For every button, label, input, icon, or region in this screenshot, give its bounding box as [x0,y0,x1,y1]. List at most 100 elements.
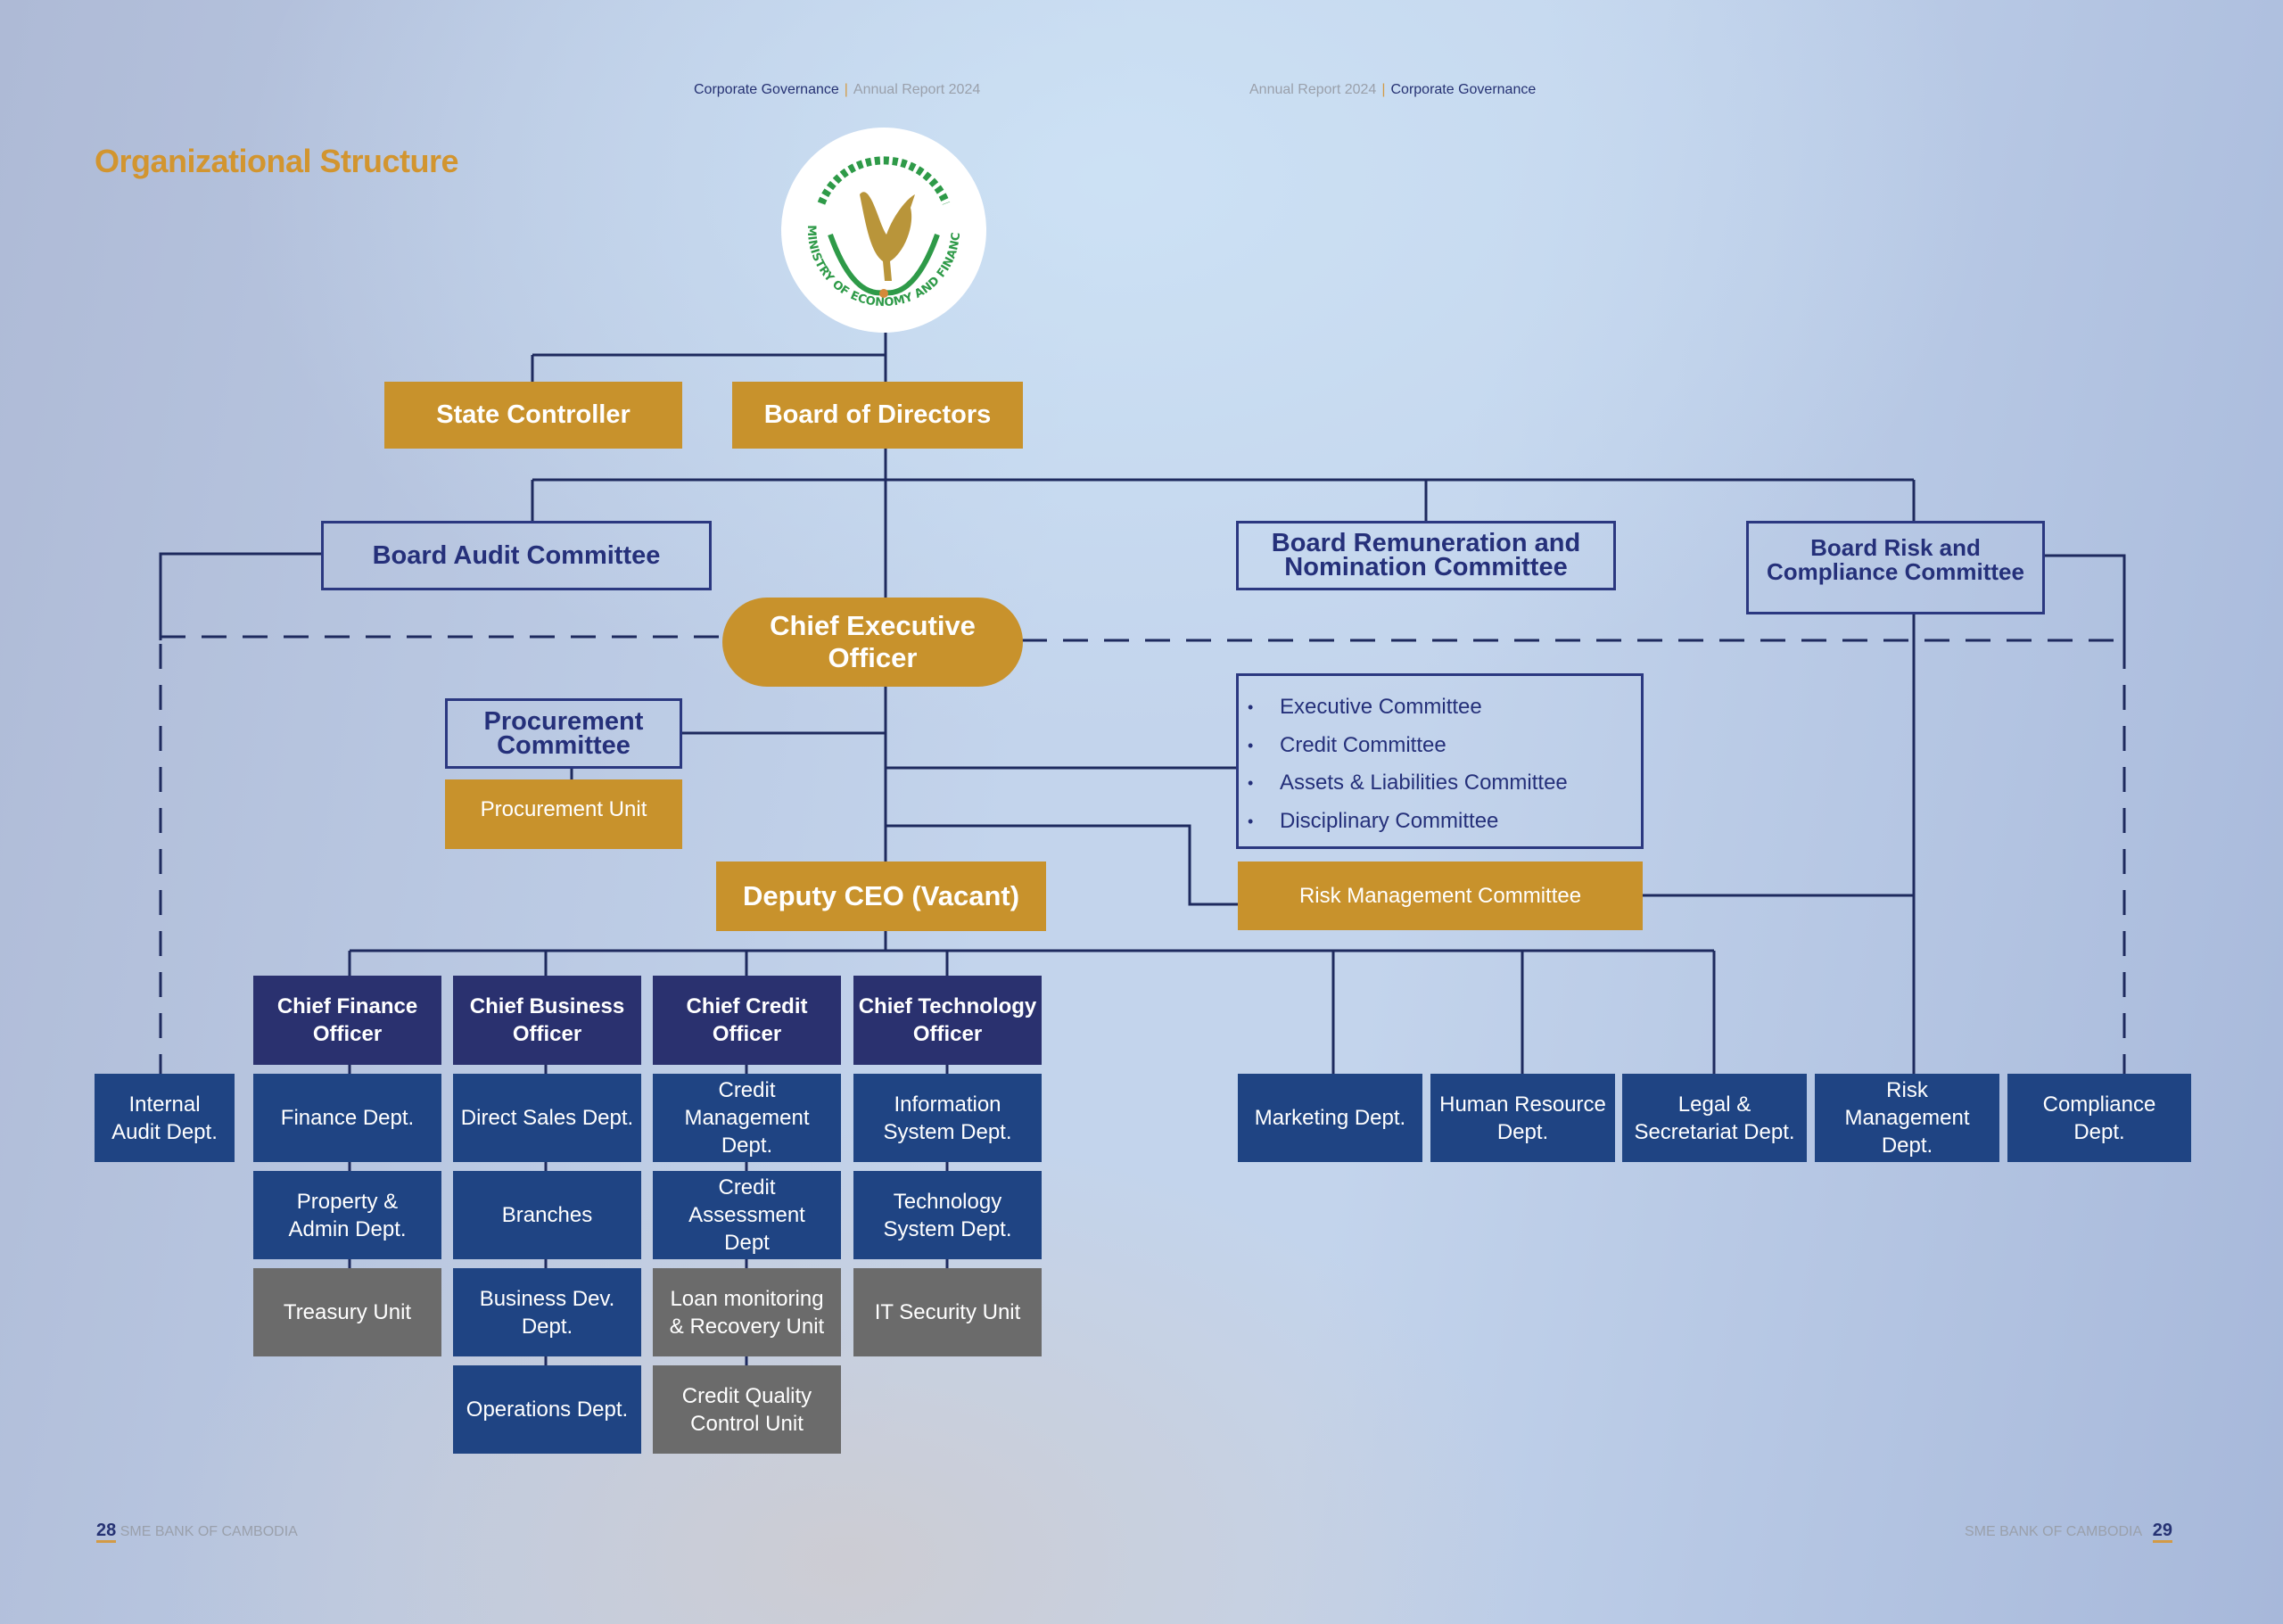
box-line-3: Dept [724,1231,770,1255]
procurement-committee-box[interactable]: Procurement Committee [445,698,682,769]
list-item-label: Assets & Liabilities Committee [1280,771,1568,795]
legal-secretariat-dept-box[interactable]: Legal &Secretariat Dept. [1622,1074,1807,1162]
footer-right: SME BANK OF CAMBODIA 29 [1965,1521,2172,1543]
box-line-1: Chief Executive [770,610,976,641]
box-line-2: Dept. [521,1314,573,1339]
header-left-section: Corporate Governance [694,82,839,97]
direct-sales-dept-box[interactable]: Direct Sales Dept. [453,1074,641,1162]
connector-logo-top [531,333,887,382]
operations-dept-box[interactable]: Operations Dept. [453,1365,641,1454]
box-line-1: Chief Business [469,994,625,1018]
box-line-1: Board Remuneration and [1271,529,1581,557]
list-item[interactable]: • Disciplinary Committee [1248,803,1641,841]
bullet-icon: • [1248,774,1254,792]
state-controller-box[interactable]: State Controller [384,382,682,449]
page-title: Organizational Structure [95,143,459,179]
ceo-box[interactable]: Chief Executive Officer [722,598,1023,687]
bullet-icon: • [1248,698,1254,716]
box-line-2: Control Unit [690,1411,804,1436]
board-of-directors-box[interactable]: Board of Directors [732,382,1023,449]
box-line-2: System Dept. [883,1119,1012,1144]
box-line-1: Procurement [483,706,644,736]
business-dev-dept-box[interactable]: Business Dev. Dept. [453,1268,641,1356]
box-line-1: Compliance [2042,1092,2156,1117]
box-line-2: Assessment [688,1203,805,1227]
box-line-2: & Recovery Unit [669,1314,825,1339]
connector-audit [159,552,323,640]
loan-monitoring-recovery-unit-box[interactable]: Loan monitoring& Recovery Unit [653,1268,841,1356]
connector-board-risk-right [2044,554,2126,646]
list-item[interactable]: • Assets & Liabilities Committee [1248,764,1641,803]
connector-deputy-bar [348,931,1716,1074]
list-item[interactable]: • Executive Committee [1248,688,1641,727]
list-item-label: Disciplinary Committee [1280,808,1499,833]
footer-left-text: SME BANK OF CAMBODIA [120,1524,298,1539]
bullet-icon: • [1248,812,1254,830]
box-line-1: Business Dev. [479,1286,615,1311]
header-left-report: Annual Report 2024 [853,82,981,97]
box-line-1: Property & [296,1189,399,1214]
branches-box[interactable]: Branches [453,1171,641,1259]
connector-column-ticks [348,1065,949,1365]
box-line-1: Credit [718,1175,776,1199]
property-admin-dept-box[interactable]: Property &Admin Dept. [253,1171,441,1259]
box-line-1: Human Resource [1439,1092,1606,1117]
list-item-label: Executive Committee [1280,695,1482,719]
box-line-2: Management [684,1106,810,1130]
risk-management-committee-box[interactable]: Risk Management Committee [1238,861,1643,930]
board-audit-committee-box[interactable]: Board Audit Committee [321,521,712,590]
box-line-2: Secretariat Dept. [1634,1119,1795,1144]
procurement-unit-box[interactable]: Procurement Unit [445,779,682,849]
page-number-right: 29 [2152,1521,2172,1543]
box-line-2: Officer [312,1022,383,1046]
page-number-left: 28 [96,1521,117,1543]
ministry-seal-logo: MINISTRY OF ECONOMY AND FINANCE [778,118,986,333]
box-line-2: System Dept. [883,1216,1012,1241]
box-line-1: Chief Credit [686,994,808,1018]
board-risk-compliance-committee-box[interactable]: Board Risk and Compliance Committee [1746,521,2045,614]
marketing-dept-box[interactable]: Marketing Dept. [1238,1074,1422,1162]
header-right-section: Corporate Governance [1390,82,1537,97]
box-line-2: Admin Dept. [288,1216,407,1241]
box-line-2: Nomination Committee [1284,553,1568,581]
finance-dept-box[interactable]: Finance Dept. [253,1074,441,1162]
list-item-label: Credit Committee [1280,732,1446,757]
board-remuneration-nomination-committee-box[interactable]: Board Remuneration and Nomination Commit… [1236,521,1616,590]
box-line-1: Chief Finance [276,994,418,1018]
management-committees-list: • Executive Committee • Credit Committee •… [1248,688,1641,840]
box-line-1: Legal & [1677,1092,1751,1117]
box-line-2: Officer [712,1022,782,1046]
list-item[interactable]: • Credit Committee [1248,727,1641,765]
ministry-seal-icon: MINISTRY OF ECONOMY AND FINANCE [778,118,964,309]
box-line-1: Technology [893,1189,1002,1214]
footer-right-text: SME BANK OF CAMBODIA [1965,1524,2142,1539]
box-line-2: Dept. [2073,1119,2125,1144]
box-line-1: Chief Technology [858,994,1037,1018]
treasury-unit-box[interactable]: Treasury Unit [253,1268,441,1356]
it-security-unit-box[interactable]: IT Security Unit [853,1268,1042,1356]
box-line-2: Audit Dept. [111,1119,218,1144]
header-separator: | [844,82,848,97]
box-line-1: Information [894,1092,1001,1117]
connector-risk-mgmt [886,824,1238,906]
bullet-icon: • [1248,736,1254,754]
management-committees-box: • Executive Committee • Credit Committee •… [1236,673,1644,849]
box-line-3: Dept. [1881,1134,1933,1158]
box-line-1: Risk [1886,1078,1928,1102]
deputy-ceo-box[interactable]: Deputy CEO (Vacant) [716,861,1046,931]
box-line-3: Dept. [721,1134,773,1158]
